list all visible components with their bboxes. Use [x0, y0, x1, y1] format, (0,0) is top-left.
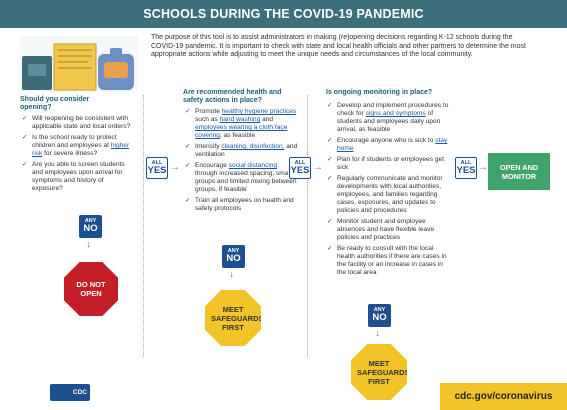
- signs-symptoms-link[interactable]: signs and symptoms: [365, 110, 426, 117]
- do-not-open-sign: DO NOT OPEN: [64, 262, 118, 316]
- list-item: Regularly communicate and monitor develo…: [327, 175, 453, 215]
- list-item: Plan for if students or employees get si…: [327, 156, 453, 172]
- col1-title: Should you consider opening?: [20, 96, 90, 112]
- list-item: Promote healthy hygiene practices such a…: [185, 108, 300, 140]
- open-and-monitor-box: OPEN AND MONITOR: [488, 153, 550, 190]
- right-arrow-icon: →: [170, 162, 180, 173]
- stay-home-link[interactable]: stay home: [337, 137, 448, 152]
- col3-title: Is ongoing monitoring in place?: [326, 89, 433, 96]
- list-item: Be ready to consult with the local healt…: [327, 245, 453, 277]
- meet-safeguards-sign: MEET SAFEGUARDS FIRST: [205, 290, 261, 346]
- list-item: Encourage anyone who is sick to stay hom…: [327, 137, 453, 153]
- higher-risk-link[interactable]: higher risk: [32, 142, 130, 157]
- col2-title: Are recommended health and safety action…: [183, 89, 282, 105]
- list-item: Intensify cleaning, disinfection, and ve…: [185, 143, 300, 159]
- page-title-banner: SCHOOLS DURING THE COVID-19 PANDEMIC: [0, 0, 567, 28]
- col3-list: Develop and implement procedures to chec…: [327, 102, 453, 280]
- hand-washing-link[interactable]: hand washing: [219, 116, 261, 123]
- cleaning-link[interactable]: cleaning, disinfection,: [221, 143, 285, 150]
- list-item: Develop and implement procedures to chec…: [327, 102, 453, 134]
- down-arrow-icon: ↓: [86, 239, 91, 250]
- footer-url[interactable]: cdc.gov/coronavirus: [440, 383, 567, 410]
- school-supplies-illustration: [20, 36, 138, 92]
- divider: [143, 95, 144, 357]
- intro-paragraph: The purpose of this tool is to assist ad…: [151, 34, 526, 59]
- cloth-face-covering-link[interactable]: employees wearing a cloth face covering: [195, 124, 288, 139]
- meet-safeguards-sign: MEET SAFEGUARDS FIRST: [351, 344, 407, 400]
- list-item: Are you able to screen students and empl…: [22, 161, 132, 193]
- down-arrow-icon: ↓: [229, 269, 234, 280]
- divider: [307, 95, 308, 357]
- list-item: Is the school ready to protect children …: [22, 134, 132, 158]
- list-item: Encourage social distancing through incr…: [185, 162, 300, 194]
- social-distancing-link[interactable]: social distancing: [228, 162, 278, 169]
- list-item: Monitor student and employee absences an…: [327, 218, 453, 242]
- list-item: Train all employees on health and safety…: [185, 197, 300, 213]
- list-item: Will reopening be consistent with applic…: [22, 115, 132, 131]
- col2-list: Promote healthy hygiene practices such a…: [185, 108, 300, 216]
- healthy-hygiene-link[interactable]: healthy hygiene practices: [221, 108, 297, 115]
- right-arrow-icon: →: [313, 162, 323, 173]
- down-arrow-icon: ↓: [375, 328, 380, 339]
- cdc-logo: CDC: [50, 384, 90, 401]
- col1-list: Will reopening be consistent with applic…: [22, 115, 132, 196]
- right-arrow-icon: →: [478, 162, 488, 173]
